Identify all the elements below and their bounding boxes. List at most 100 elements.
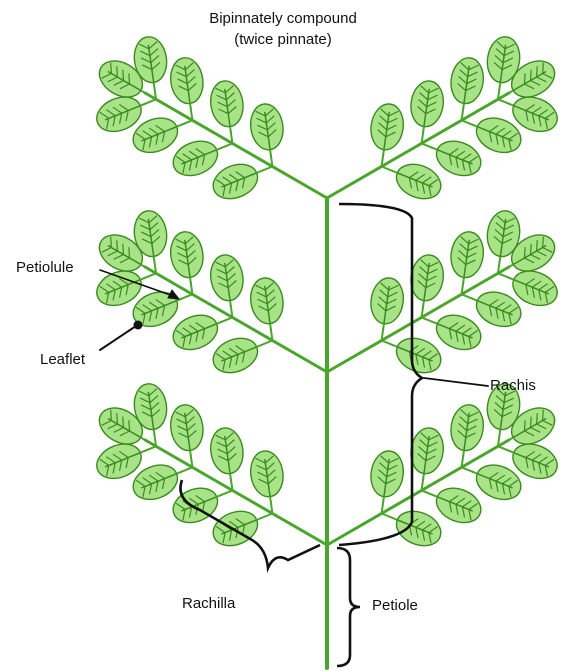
- petiolule-stalk: [508, 103, 514, 105]
- petiolule-stalk: [423, 301, 424, 307]
- petiolule-stalk: [508, 450, 514, 452]
- petiolule-stalk: [392, 518, 398, 520]
- petiolule: [462, 467, 473, 471]
- petiolule: [181, 467, 192, 471]
- label-rachis: Rachis: [490, 377, 536, 394]
- petiolule-stalk: [217, 495, 223, 497]
- petiolule-stalk: [270, 150, 271, 156]
- petiolule: [462, 120, 473, 124]
- leaflet: [248, 102, 287, 158]
- petiolule-stalk: [463, 103, 464, 109]
- petiolule-stalk: [423, 474, 424, 480]
- petiolule: [498, 273, 509, 277]
- petiolule-stalk: [472, 298, 478, 300]
- petiolule-stalk: [508, 277, 514, 279]
- leaflet: [208, 330, 268, 379]
- petiolule-stalk: [217, 322, 223, 324]
- petiolule-stalk: [423, 127, 424, 133]
- petiolule-stalk: [508, 264, 513, 267]
- leaflet: [248, 449, 287, 505]
- petiolule-stalk: [190, 277, 191, 283]
- petiolule-stalk: [177, 471, 183, 473]
- petiolule-stalk: [499, 429, 500, 435]
- leaflet: [407, 79, 446, 135]
- petiolule-stalk: [217, 148, 223, 150]
- petiolule-stalk: [463, 277, 464, 283]
- petiolule-stalk: [257, 518, 263, 520]
- petiolule-arrowhead: [168, 290, 179, 299]
- petiolule-stalk: [392, 345, 398, 347]
- petiolule-stalk: [508, 437, 513, 440]
- petiole-brace: [337, 548, 360, 666]
- petiolule-stalk: [472, 124, 478, 126]
- petiolule-stalk: [140, 103, 146, 105]
- petiolule-stalk: [190, 450, 191, 456]
- petiolule-stalk: [499, 256, 500, 262]
- petiolule: [221, 490, 232, 494]
- petiolule: [145, 446, 156, 450]
- rachis-leader: [424, 378, 488, 386]
- petiolule-stalk: [499, 82, 500, 88]
- petiolule: [261, 514, 272, 518]
- leaflet: [447, 403, 486, 459]
- petiolule-stalk: [190, 103, 191, 109]
- petiolule: [422, 143, 433, 147]
- leaflet: [208, 156, 268, 205]
- leaflet: [447, 56, 486, 112]
- leaflet: [367, 102, 406, 158]
- leaflet: [386, 156, 446, 205]
- petiolule-stalk: [154, 82, 155, 88]
- petiolule-stalk: [463, 450, 464, 456]
- petiolule-stalk: [270, 324, 271, 330]
- petiolule: [422, 317, 433, 321]
- petiolule-stalk: [270, 497, 271, 503]
- leaflet: [168, 403, 207, 459]
- leaflet-leader: [100, 326, 136, 350]
- leaflet: [386, 503, 446, 552]
- leaflet: [208, 253, 247, 309]
- petiolule: [145, 273, 156, 277]
- leaflet-dot: [134, 321, 143, 330]
- petiolule-stalk: [154, 256, 155, 262]
- petiolule-stalk: [141, 437, 146, 440]
- petiolule-stalk: [140, 450, 146, 452]
- petiolule-stalk: [140, 277, 146, 279]
- petiolule: [181, 294, 192, 298]
- petiolule-stalk: [392, 171, 398, 173]
- petiolule-stalk: [257, 171, 263, 173]
- petiolule-stalk: [383, 150, 384, 156]
- petiolule: [221, 317, 232, 321]
- label-leaflet: Leaflet: [40, 351, 85, 368]
- petiolule: [498, 446, 509, 450]
- petiolule: [422, 490, 433, 494]
- petiolule: [181, 120, 192, 124]
- petiolule-stalk: [383, 497, 384, 503]
- petiolule: [498, 99, 509, 103]
- leaflet: [168, 230, 207, 286]
- petiolule-stalk: [508, 90, 513, 93]
- petiolule-stalk: [257, 345, 263, 347]
- petiolule-stalk: [432, 148, 438, 150]
- petiolule-stalk: [177, 124, 183, 126]
- petiolule-stalk: [383, 324, 384, 330]
- petiolule-stalk: [230, 127, 231, 133]
- leaflet: [447, 230, 486, 286]
- petiolule-stalk: [432, 322, 438, 324]
- leaflet: [208, 79, 247, 135]
- petiolule-stalk: [432, 495, 438, 497]
- leaflet: [208, 426, 247, 482]
- petiolule: [221, 143, 232, 147]
- label-rachilla: Rachilla: [182, 595, 235, 612]
- leaflet: [168, 56, 207, 112]
- petiolule-stalk: [472, 471, 478, 473]
- label-petiole: Petiole: [372, 597, 418, 614]
- leaflet: [248, 276, 287, 332]
- petiolule-stalk: [230, 474, 231, 480]
- leaflet: [367, 276, 406, 332]
- petiolule: [382, 514, 393, 518]
- petiolule-stalk: [141, 264, 146, 267]
- petiolule-stalk: [141, 90, 146, 93]
- petiolule: [382, 341, 393, 345]
- petiolule-stalk: [230, 301, 231, 307]
